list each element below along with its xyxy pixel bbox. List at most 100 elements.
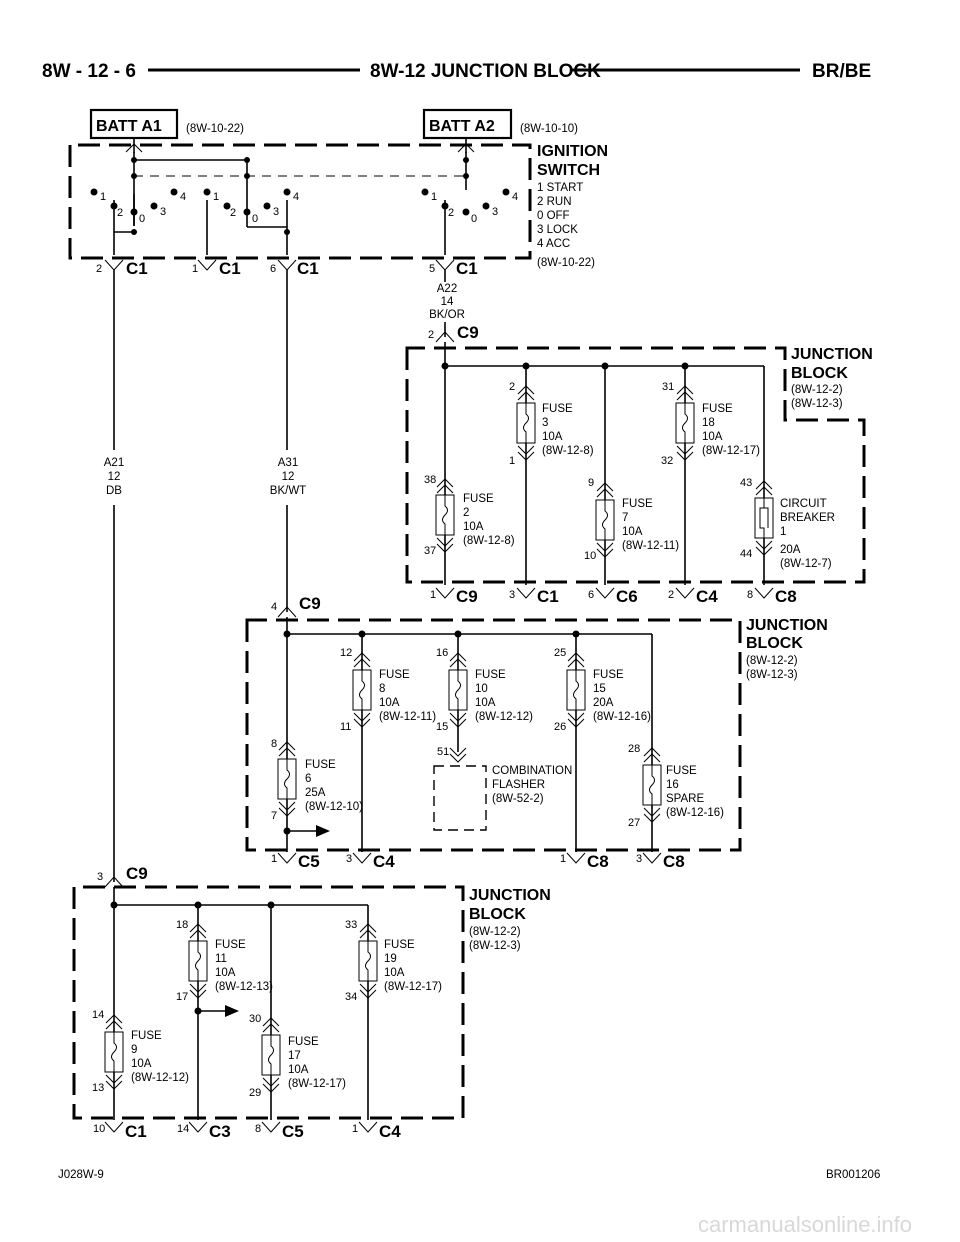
pin-label: 37 [424,545,436,557]
wire-a21-label: A21 12 DB [104,457,124,497]
connector-pin: 2 [96,263,102,275]
switch-position: 2 RUN [537,196,572,208]
fuse-text: 10A [131,1058,152,1070]
pin-label: 28 [628,743,640,755]
page-number: 8W - 12 - 6 [42,61,136,82]
contact-label: 3 [273,206,279,218]
fuse-text: FUSE [666,765,697,777]
connector-name: C8 [775,587,797,606]
wire-circuit: A21 [104,457,124,469]
fuse-text: 10A [379,697,400,709]
fuse-text: FUSE [475,669,506,681]
fuse-18-label: FUSE 18 10A (8W-12-17) [702,403,760,457]
fuse-text: (8W-12-17) [384,981,442,993]
circuit-breaker-1-label: CIRCUIT BREAKER 1 20A (8W-12-7) [780,498,835,570]
pin-label: 38 [424,474,436,486]
contact-label: 0 [139,213,145,225]
pin-label: 30 [249,1013,261,1025]
pin-label: 13 [92,1082,104,1094]
connector-name: C9 [126,864,148,883]
pin-label: 7 [271,810,277,822]
fuse-text: (8W-12-12) [475,711,533,723]
pin-label: 15 [436,721,448,733]
pin-label: 29 [249,1087,261,1099]
fuse-19-label: FUSE 19 10A (8W-12-17) [384,939,442,993]
block-title: BLOCK [746,635,803,652]
breaker-text: BREAKER [780,512,835,524]
contact-label: 0 [471,213,477,225]
wire-gauge: 12 [282,471,295,483]
connector-pin: 1 [271,853,277,865]
connector-name: C9 [457,323,479,342]
contact-label: 1 [100,191,106,203]
pin-label: 32 [661,455,673,467]
fuse-17-label: FUSE 17 10A (8W-12-17) [288,1036,346,1090]
block-ref: (8W-12-2) [746,655,798,667]
fuse-2-label: FUSE 2 10A (8W-12-8) [463,493,515,547]
contact-label: 4 [512,191,518,203]
connector-name: C9 [299,594,321,613]
switch-position: 3 LOCK [537,224,578,236]
fuse-text: FUSE [288,1036,319,1048]
connector-pin: 2 [428,329,434,341]
connector-pin: 4 [271,601,277,613]
block-title: JUNCTION [469,887,551,904]
fuse-text: FUSE [305,759,336,771]
contact-label: 1 [431,191,437,203]
junction-block-2: 4 C9 8 7 FUSE 6 25A (8W-12-10) [245,594,828,871]
connector-name: C4 [379,1122,401,1141]
fuse-text: FUSE [542,403,573,415]
connector-name: C3 [209,1122,231,1141]
fuse-text: 8 [379,683,385,695]
fuse-text: 6 [305,773,311,785]
fuse-text: 18 [702,417,715,429]
combination-flasher-label: COMBINATION FLASHER (8W-52-2) [492,765,572,805]
contact-label: 4 [180,191,186,203]
flasher-text: FLASHER [492,779,545,791]
connector-pin: 3 [509,589,515,601]
flasher-text: COMBINATION [492,765,572,777]
junction-block-1-title: JUNCTION BLOCK [791,346,873,382]
footer-left-code: J028W-9 [58,1169,104,1181]
pin-label: 26 [554,721,566,733]
connector-name: C5 [282,1122,304,1141]
contact-label: 0 [252,213,258,225]
connector-pin: 8 [747,589,753,601]
connector-name: C1 [126,259,148,278]
fuse-text: (8W-12-13) [215,981,273,993]
fuse-text: 10 [475,683,488,695]
pin-label: 44 [740,548,752,560]
wire-gauge: 12 [108,471,121,483]
connector-name: C4 [696,587,718,606]
fuse-text: (8W-12-11) [379,711,436,723]
fuse-text: 10A [702,431,723,443]
pin-label: 25 [554,647,566,659]
switch-position: 1 START [537,182,583,194]
fuse-6-label: FUSE 6 25A (8W-12-10) [305,759,363,813]
fuse-10-label: FUSE 10 10A (8W-12-12) [475,669,533,723]
battery-a2-ref: (8W-10-10) [520,123,578,135]
junction-block-3-title: JUNCTION BLOCK [469,887,551,923]
block-ref: (8W-12-3) [746,669,798,681]
fuse-text: 10A [215,967,236,979]
fuse-text: (8W-12-8) [542,445,594,457]
fuse-text: 19 [384,953,397,965]
connector-pin: 2 [668,589,674,601]
block-ref: (8W-12-3) [791,398,843,410]
connector-name: C4 [373,852,395,871]
wire-color: DB [106,485,122,497]
connector-pin: 6 [588,589,594,601]
block-ref: (8W-12-2) [469,926,521,938]
connector-pin: 1 [192,263,198,275]
contact-label: 3 [492,206,498,218]
connector-pin: 8 [255,1123,261,1135]
pin-label: 18 [176,919,188,931]
ignition-switch-ref: (8W-10-22) [537,257,595,269]
connector-name: C1 [537,587,559,606]
fuse-text: 7 [622,512,628,524]
contact-label: 2 [448,207,454,219]
pin-label: 1 [509,455,515,467]
fuse-9-label: FUSE 9 10A (8W-12-12) [131,1030,189,1084]
pin-label: 34 [345,991,357,1003]
page-title: 8W-12 JUNCTION BLOCK [370,61,601,82]
